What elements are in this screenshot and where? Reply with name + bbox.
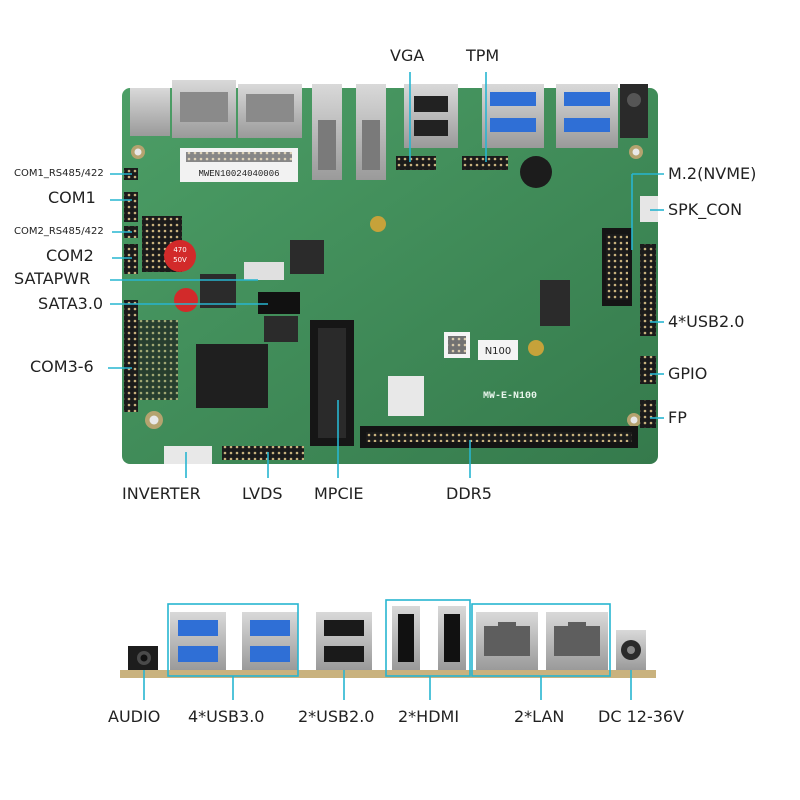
label-ddr5: DDR5	[446, 484, 492, 503]
cap-text-1: 470	[173, 246, 186, 254]
board-model-silk: MW-E-N100	[483, 391, 537, 402]
cap-text-2: 50V	[173, 256, 187, 264]
board-top-view: MWEN10024040006 470 50V	[122, 80, 658, 464]
label-com2-rs: COM2_RS485/422	[14, 226, 104, 237]
label-hdmi-2: 2*HDMI	[398, 707, 460, 726]
label-vga: VGA	[390, 46, 425, 65]
usb20-header	[640, 244, 656, 336]
label-lan-2: 2*LAN	[514, 707, 565, 726]
dual-lan-port-top	[130, 88, 170, 136]
inverter-connector	[164, 446, 212, 464]
label-inverter: INVERTER	[122, 484, 201, 503]
label-usb20-2: 2*USB2.0	[298, 707, 375, 726]
label-com1: COM1	[48, 188, 96, 207]
sticker-text: MWEN10024040006	[198, 169, 279, 179]
label-com2: COM2	[46, 246, 94, 265]
spk-connector	[640, 196, 658, 222]
lvds-header	[222, 446, 304, 460]
buzzer	[520, 156, 552, 188]
gpio-header	[640, 356, 656, 384]
label-fp: FP	[668, 408, 687, 427]
rear-io-panel	[120, 606, 656, 678]
label-gpio: GPIO	[668, 364, 708, 383]
tpm-header	[462, 156, 508, 170]
leader-lines-rear	[143, 599, 632, 700]
usb2-port-top	[404, 84, 458, 148]
sata3-connector	[258, 292, 300, 314]
label-satapwr: SATAPWR	[14, 269, 91, 288]
io-rail	[120, 670, 656, 678]
com3-6-header	[124, 300, 138, 412]
label-usb30-4: 4*USB3.0	[188, 707, 265, 726]
com1-header	[124, 192, 138, 222]
com2-header	[124, 244, 138, 274]
label-com1-rs: COM1_RS485/422	[14, 168, 104, 179]
label-com3-6: COM3-6	[30, 357, 94, 376]
capacitor	[164, 240, 196, 272]
label-dc: DC 12-36V	[598, 707, 685, 726]
cpu-chip	[196, 344, 268, 408]
label-audio: AUDIO	[108, 707, 161, 726]
label-sata3: SATA3.0	[38, 294, 104, 313]
label-spk: SPK_CON	[668, 200, 743, 219]
dc-jack-top	[620, 84, 648, 138]
label-usb20-4: 4*USB2.0	[668, 312, 745, 331]
cpu-tag-text: N100	[485, 346, 512, 357]
vga-header	[396, 156, 436, 170]
leader-lines-top	[108, 72, 664, 478]
label-lvds: LVDS	[242, 484, 283, 503]
cpu-tag	[478, 340, 518, 360]
label-tpm: TPM	[466, 46, 500, 65]
label-m2: M.2(NVME)	[668, 164, 757, 183]
fp-header	[640, 400, 656, 428]
satapwr-connector	[244, 262, 284, 280]
label-mpcie: MPCIE	[314, 484, 364, 503]
